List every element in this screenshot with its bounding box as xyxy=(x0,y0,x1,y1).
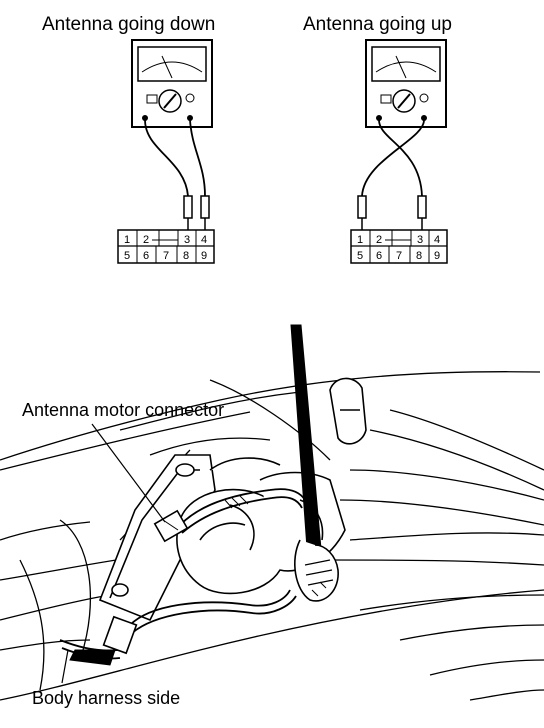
pin-label: 9 xyxy=(201,250,207,262)
pin-label: 2 xyxy=(376,234,382,246)
label-antenna-motor-connector: Antenna motor connector xyxy=(22,400,224,420)
installation-illustration: Antenna motor connector Body harness sid… xyxy=(0,324,544,708)
probe-tip xyxy=(417,195,427,219)
shading-hatch xyxy=(224,495,327,597)
label-body-harness-side: Body harness side xyxy=(32,688,180,708)
pin-label: 8 xyxy=(183,250,189,262)
antenna-motor-connector xyxy=(153,509,189,543)
pin-label: 2 xyxy=(143,234,149,246)
pin-label: 4 xyxy=(434,234,440,246)
pin-label: 9 xyxy=(434,250,440,262)
caption-antenna-going-down: Antenna going down xyxy=(42,14,215,35)
pin-label: 6 xyxy=(376,250,382,262)
test-lead-red xyxy=(189,119,206,197)
pin-label: 3 xyxy=(417,234,423,246)
test-lead-black xyxy=(144,119,189,197)
pin-label: 3 xyxy=(184,234,190,246)
motor-wire-harness xyxy=(179,488,306,534)
test-lead-red xyxy=(361,119,425,197)
pin-label: 1 xyxy=(357,234,363,246)
probe-tip xyxy=(357,195,367,219)
body-harness xyxy=(59,589,297,660)
caption-antenna-going-up: Antenna going up xyxy=(303,14,452,35)
pin-label: 4 xyxy=(201,234,207,246)
body-harness-connector xyxy=(69,615,138,666)
callout-line-connector xyxy=(91,423,166,523)
pin-label: 8 xyxy=(416,250,422,262)
multimeter-icon xyxy=(365,39,447,128)
antenna-mast xyxy=(290,324,339,602)
pin-label: 1 xyxy=(124,234,130,246)
pin-label: 7 xyxy=(396,250,402,262)
probe-tip xyxy=(183,195,193,219)
pin-label: 6 xyxy=(143,250,149,262)
callout-line-harness xyxy=(61,649,69,684)
probe-tip xyxy=(200,195,210,219)
panel-antenna-going-up: Antenna going up xyxy=(303,14,452,264)
mounting-bracket xyxy=(98,454,216,622)
connector-pinout: 1 2 3 4 5 6 7 8 9 xyxy=(117,229,215,264)
pin-label: 5 xyxy=(124,250,130,262)
panel-antenna-going-down: Antenna going down xyxy=(42,14,215,264)
pin-label: 7 xyxy=(163,250,169,262)
pin-label: 5 xyxy=(357,250,363,262)
connector-pinout: 1 2 3 4 5 6 7 8 9 xyxy=(350,229,448,264)
multimeter-icon xyxy=(131,39,213,128)
antenna-drain-tube xyxy=(329,377,367,445)
